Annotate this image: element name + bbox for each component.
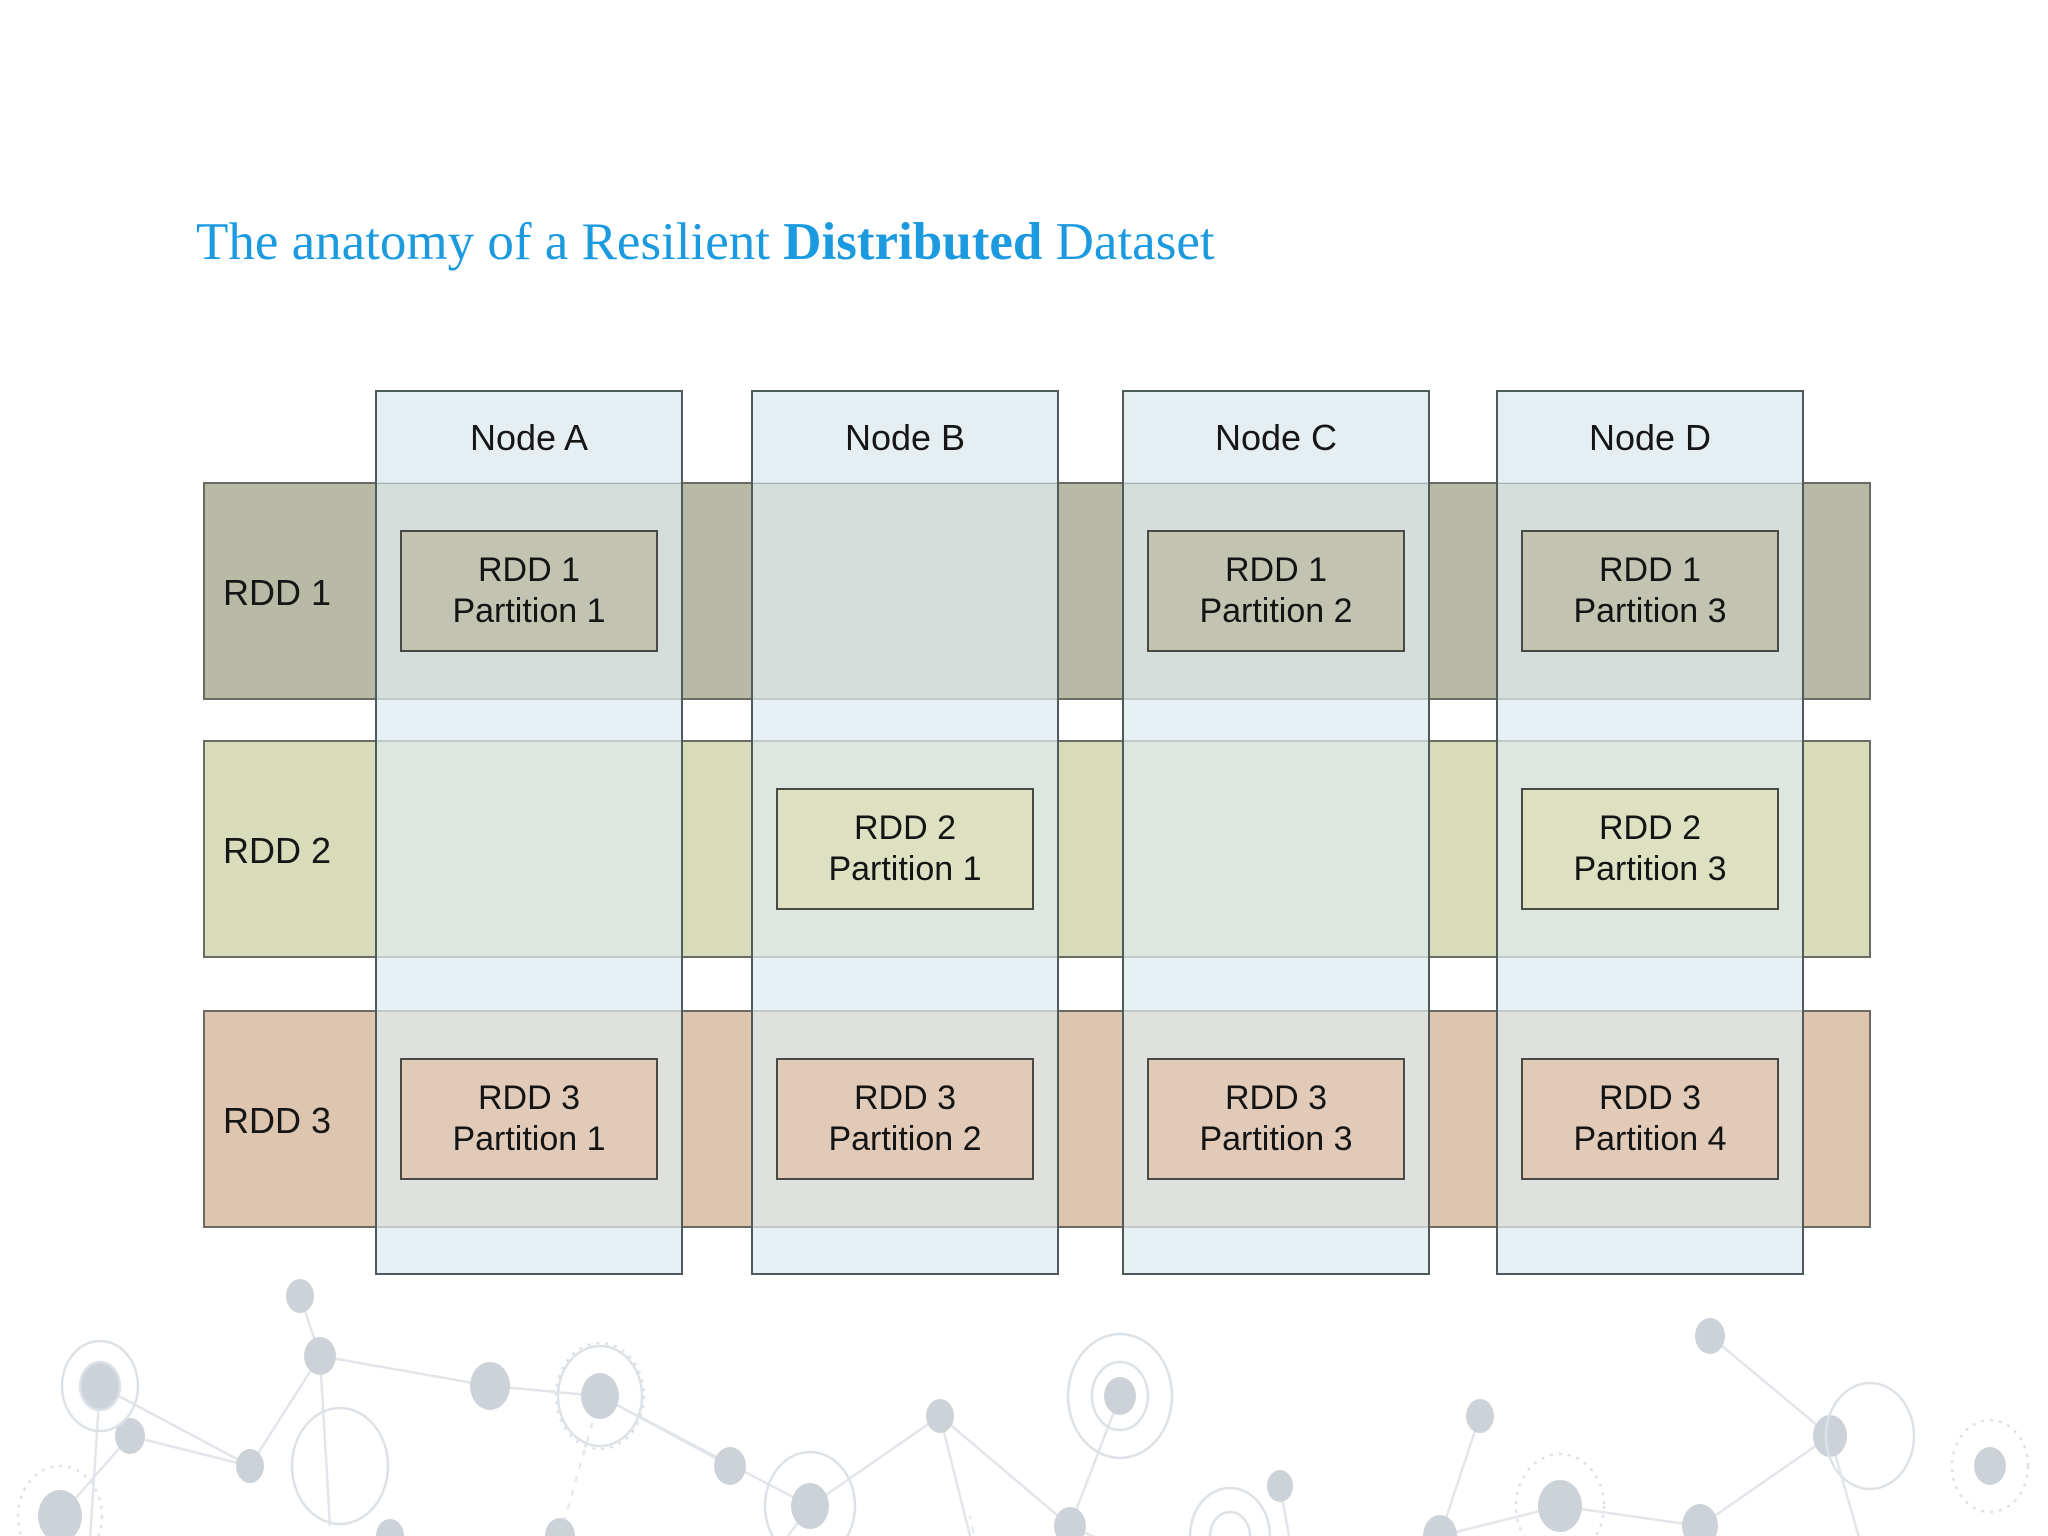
partition-index-label: Partition 1 xyxy=(828,850,982,888)
partition-rdd-name: RDD 2 xyxy=(853,808,957,847)
page-title-part1: The anatomy of a Resilient xyxy=(196,213,784,271)
partition-rdd-name: RDD 3 xyxy=(853,1078,957,1117)
page-title: The anatomy of a Resilient Distributed D… xyxy=(196,212,1215,272)
partition-index-label: Partition 1 xyxy=(452,592,606,630)
rdd-label-1: RDD 1 xyxy=(223,572,332,613)
network-dashed-edges xyxy=(558,1395,1568,1536)
partition-rdd-name: RDD 2 xyxy=(1598,808,1702,847)
partition-rdd-name: RDD 3 xyxy=(1598,1078,1702,1117)
node-label: Node C xyxy=(1214,416,1338,458)
partition-index-label: Partition 2 xyxy=(1199,592,1353,630)
node-label: Node B xyxy=(844,416,966,458)
network-dotted-rings xyxy=(16,1341,2030,1536)
partition-rdd-name: RDD 1 xyxy=(1598,550,1702,589)
rdd-label-3: RDD 3 xyxy=(223,1100,332,1141)
partition-rdd-name: RDD 3 xyxy=(1224,1078,1328,1117)
node-label: Node A xyxy=(469,416,589,458)
page-title-emphasis: Distributed xyxy=(783,213,1043,271)
partition-index-label: Partition 3 xyxy=(1199,1120,1353,1158)
node-header-d: Node D xyxy=(1498,392,1802,484)
node-header-b: Node B xyxy=(753,392,1057,484)
rdd-label-2: RDD 2 xyxy=(223,830,332,871)
partition-index-label: Partition 3 xyxy=(1573,592,1727,630)
page-title-part2: Dataset xyxy=(1042,213,1215,271)
node-header-a: Node A xyxy=(377,392,681,484)
partition-index-label: Partition 1 xyxy=(452,1120,606,1158)
network-rings xyxy=(60,1332,1916,1536)
partition-index-label: Partition 2 xyxy=(828,1120,982,1158)
partition-index-label: Partition 4 xyxy=(1573,1120,1727,1158)
rdd-anatomy-diagram: RDD 1 RDD 2 RDD 3 Node A Node B Node C Node D R… xyxy=(203,390,1871,1275)
node-label: Node D xyxy=(1588,416,1712,458)
partition-index-label: Partition 3 xyxy=(1573,850,1727,888)
partition-rdd-name: RDD 1 xyxy=(477,550,581,589)
node-header-c: Node C xyxy=(1124,392,1428,484)
partition-rdd-name: RDD 1 xyxy=(1224,550,1328,589)
partition-rdd-name: RDD 3 xyxy=(477,1078,581,1117)
